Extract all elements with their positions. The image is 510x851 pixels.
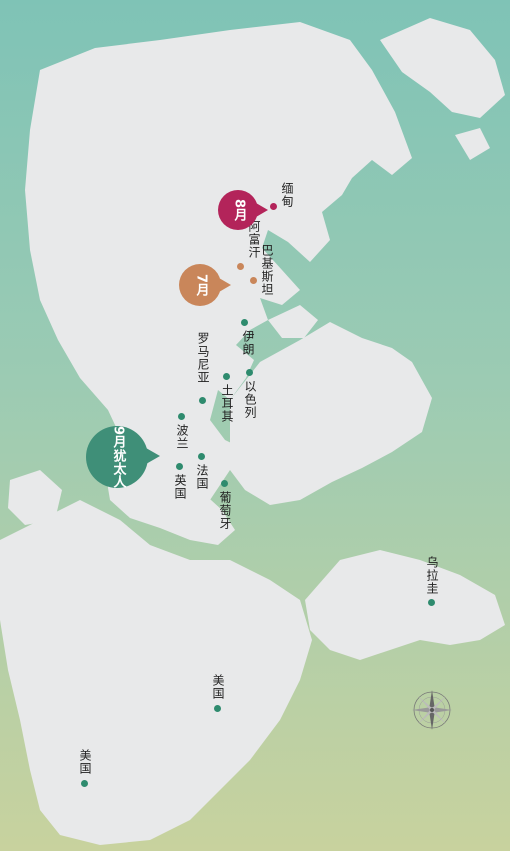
africa-landmass bbox=[230, 322, 432, 505]
islands-small bbox=[455, 128, 490, 160]
greenland-landmass bbox=[8, 470, 62, 525]
arabia-landmass bbox=[268, 305, 318, 338]
pin-july[interactable]: 7月 bbox=[179, 264, 221, 306]
place-dot bbox=[427, 598, 435, 606]
place-label: 葡萄牙 bbox=[218, 491, 232, 530]
place-label: 美国 bbox=[78, 749, 92, 775]
place-label: 伊朗 bbox=[241, 330, 255, 356]
place-label: 英国 bbox=[173, 474, 187, 500]
place-dot bbox=[198, 396, 206, 404]
place-dot bbox=[177, 412, 185, 420]
place-dot bbox=[236, 262, 244, 270]
pin-august[interactable]: 8月 bbox=[218, 190, 258, 230]
place-label: 以色列 bbox=[243, 380, 257, 419]
place-dot bbox=[175, 462, 183, 470]
place-label: 巴基斯坦 bbox=[260, 244, 274, 296]
place-dot bbox=[213, 704, 221, 712]
pin-month: 8月 bbox=[231, 198, 247, 222]
pin-september-tail bbox=[146, 448, 160, 464]
place-label: 阿富汗 bbox=[247, 220, 261, 259]
place-dot bbox=[240, 318, 248, 326]
place-dot bbox=[249, 276, 257, 284]
place-label: 法国 bbox=[195, 464, 209, 490]
pin-month: 7月 bbox=[193, 273, 209, 297]
place-dot bbox=[245, 368, 253, 376]
south-america-landmass bbox=[305, 550, 505, 660]
pin-september[interactable]: 9月 犹太人 bbox=[86, 426, 148, 488]
compass-rose-icon bbox=[412, 690, 452, 730]
place-label: 乌拉圭 bbox=[425, 556, 439, 595]
place-label: 土耳其 bbox=[220, 384, 234, 423]
north-america-landmass bbox=[0, 500, 312, 845]
place-label: 缅甸 bbox=[280, 182, 294, 208]
place-dot bbox=[80, 779, 88, 787]
islands-east bbox=[380, 18, 505, 118]
place-dot bbox=[222, 372, 230, 380]
pin-subtitle: 犹太人 bbox=[110, 448, 126, 488]
place-label: 罗马尼亚 bbox=[196, 332, 210, 384]
place-dot bbox=[197, 452, 205, 460]
eurasia-landmass bbox=[25, 22, 412, 510]
pin-july-tail bbox=[219, 278, 231, 292]
place-label: 波兰 bbox=[175, 424, 189, 450]
place-dot bbox=[220, 479, 228, 487]
place-dot bbox=[269, 202, 277, 210]
place-label: 美国 bbox=[211, 674, 225, 700]
pin-august-tail bbox=[256, 203, 268, 217]
pin-month: 9月 bbox=[110, 426, 126, 449]
